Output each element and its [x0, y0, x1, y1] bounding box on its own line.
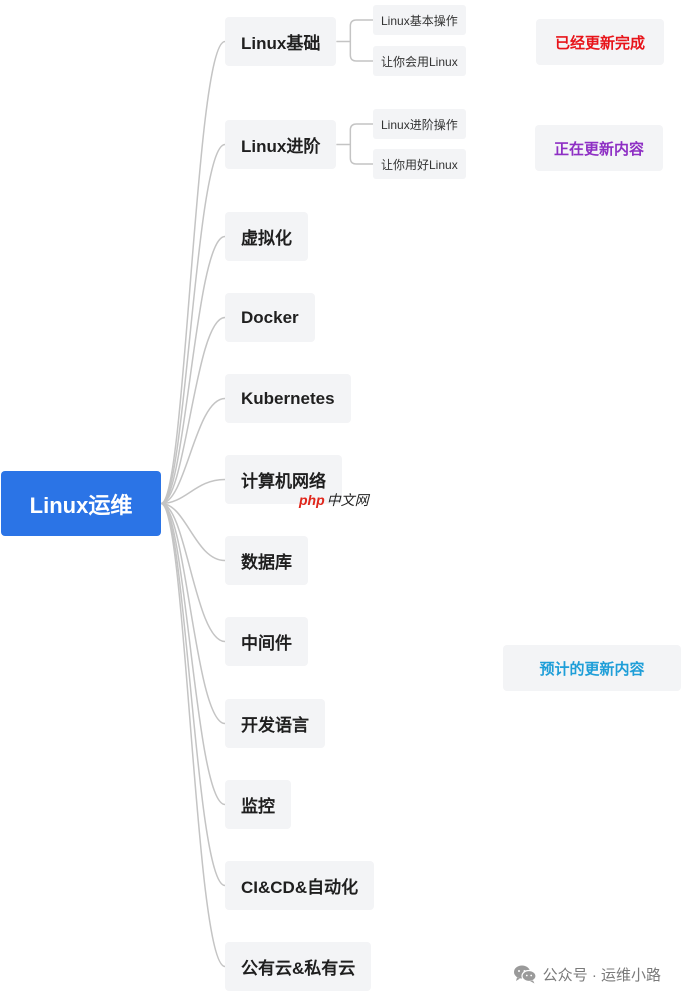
- topic-label: 数据库: [241, 553, 292, 572]
- topic-virtualization[interactable]: 虚拟化: [225, 212, 308, 261]
- subtopic-connector: [349, 123, 373, 145]
- topic-connector: [160, 143, 226, 505]
- topic-connector: [160, 502, 226, 968]
- topic-computer-network[interactable]: 计算机网络: [225, 455, 342, 504]
- watermark-brand: php: [299, 492, 325, 508]
- topic-cicd-automation[interactable]: CI&CD&自动化: [225, 861, 375, 910]
- topic-label: 公有云&私有云: [241, 959, 356, 978]
- topic-dev-language[interactable]: 开发语言: [225, 699, 325, 748]
- topic-docker[interactable]: Docker: [225, 293, 315, 342]
- root-node[interactable]: Linux运维: [1, 471, 161, 536]
- status-completed: 已经更新完成: [536, 19, 664, 65]
- topic-label: Linux进阶: [241, 137, 321, 156]
- subtopic-connector: [349, 144, 373, 165]
- subtopic-label: 让你用好Linux: [381, 157, 458, 172]
- topic-label: 虚拟化: [241, 229, 292, 248]
- topic-connector: [160, 502, 226, 562]
- root-label: Linux运维: [29, 492, 133, 518]
- topic-connector: [160, 316, 226, 505]
- topic-label: Linux基础: [241, 34, 321, 53]
- topic-connector: [160, 502, 226, 887]
- topic-monitoring[interactable]: 监控: [225, 780, 291, 829]
- wechat-icon: [513, 965, 537, 984]
- subtopic-learn-to-use-linux[interactable]: 让你会用Linux: [373, 46, 466, 76]
- subtopic-label: Linux进阶操作: [381, 117, 458, 132]
- topic-kubernetes[interactable]: Kubernetes: [225, 374, 351, 423]
- status-planned: 预计的更新内容: [503, 645, 681, 691]
- topic-connector: [160, 502, 226, 643]
- topic-linux-basics[interactable]: Linux基础: [225, 17, 337, 66]
- topic-connector: [160, 235, 226, 505]
- topic-label: 开发语言: [241, 716, 309, 735]
- status-in-progress: 正在更新内容: [535, 125, 663, 171]
- status-label: 预计的更新内容: [539, 660, 645, 678]
- topic-connector: [160, 502, 226, 806]
- topic-database[interactable]: 数据库: [225, 536, 308, 585]
- subtopic-linux-basic-ops[interactable]: Linux基本操作: [373, 5, 466, 35]
- status-label: 正在更新内容: [553, 140, 644, 158]
- topic-label: Docker: [241, 307, 299, 327]
- subtopic-connector: [349, 19, 373, 42]
- php-watermark: php 中文网: [299, 489, 369, 511]
- topic-label: Kubernetes: [241, 388, 335, 408]
- subtopic-linux-advanced-ops[interactable]: Linux进阶操作: [373, 109, 466, 139]
- topic-label: 监控: [241, 797, 275, 816]
- watermark-text: 中文网: [326, 492, 369, 508]
- subtopic-label: Linux基本操作: [381, 13, 458, 28]
- topic-label: 计算机网络: [241, 472, 326, 491]
- topic-connector: [160, 478, 226, 505]
- subtopic-label: 让你会用Linux: [381, 54, 458, 69]
- topic-label: 中间件: [241, 634, 292, 653]
- subtopic-connector: [349, 41, 373, 62]
- topic-public-private-cloud[interactable]: 公有云&私有云: [225, 942, 372, 991]
- topic-connector: [160, 502, 226, 725]
- topic-linux-advanced[interactable]: Linux进阶: [225, 120, 337, 169]
- subtopic-use-linux-well[interactable]: 让你用好Linux: [373, 149, 466, 179]
- status-label: 已经更新完成: [554, 34, 645, 52]
- footer-account-label: 公众号 · 运维小路: [542, 966, 661, 984]
- footer-account: 公众号 · 运维小路: [513, 962, 661, 986]
- topic-connector: [160, 40, 226, 505]
- topic-label: CI&CD&自动化: [241, 878, 359, 897]
- topic-middleware[interactable]: 中间件: [225, 617, 308, 666]
- topic-connector: [160, 397, 226, 505]
